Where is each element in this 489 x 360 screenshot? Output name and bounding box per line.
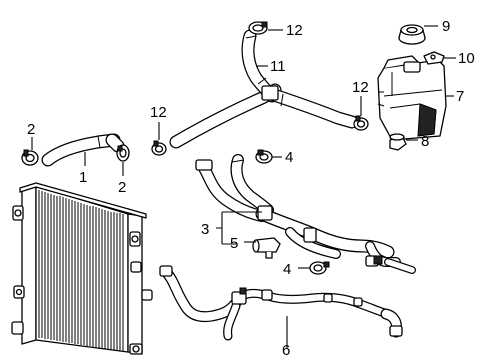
hose-clamp-2-left bbox=[21, 149, 39, 166]
callout-5: 5 bbox=[230, 235, 238, 252]
connector-5 bbox=[252, 237, 281, 259]
callout-11: 11 bbox=[270, 58, 286, 75]
callout-7: 7 bbox=[456, 88, 464, 105]
upper-radiator-hose bbox=[41, 133, 125, 167]
callout-2-left: 2 bbox=[27, 121, 35, 138]
hose-clamp-2-right bbox=[116, 144, 130, 162]
hose-assembly-3 bbox=[195, 154, 416, 274]
callout-8: 8 bbox=[421, 133, 429, 150]
branch-hose-11 bbox=[169, 29, 359, 149]
callout-4-upper: 4 bbox=[285, 149, 293, 166]
callout-labels: 1 2 2 3 4 4 5 6 7 8 9 10 11 12 12 12 bbox=[27, 18, 475, 359]
callout-6: 6 bbox=[282, 342, 290, 359]
hose-clamp-4-lower bbox=[309, 261, 330, 275]
callout-2-right: 2 bbox=[118, 179, 126, 196]
callout-3: 3 bbox=[201, 221, 209, 238]
hose-clamp-12-right bbox=[353, 115, 369, 131]
callout-12-left: 12 bbox=[150, 104, 167, 121]
hose-clamp-12-left bbox=[151, 140, 167, 156]
callout-9: 9 bbox=[442, 18, 450, 35]
grommet-8 bbox=[389, 133, 407, 151]
callout-10: 10 bbox=[458, 50, 475, 67]
reservoir-cap bbox=[398, 24, 426, 45]
callout-1: 1 bbox=[79, 169, 87, 186]
coolant-reservoir bbox=[377, 55, 447, 141]
callout-4-lower: 4 bbox=[283, 261, 291, 278]
hose-clamp-12-top bbox=[248, 21, 268, 35]
callout-12-right: 12 bbox=[352, 79, 369, 96]
leader-lines bbox=[31, 25, 456, 348]
bracket-10 bbox=[423, 51, 445, 65]
lower-hose-6 bbox=[159, 265, 403, 341]
hose-clamp-4-upper bbox=[255, 149, 273, 164]
callout-12-top: 12 bbox=[286, 22, 303, 39]
radiator bbox=[11, 182, 153, 355]
